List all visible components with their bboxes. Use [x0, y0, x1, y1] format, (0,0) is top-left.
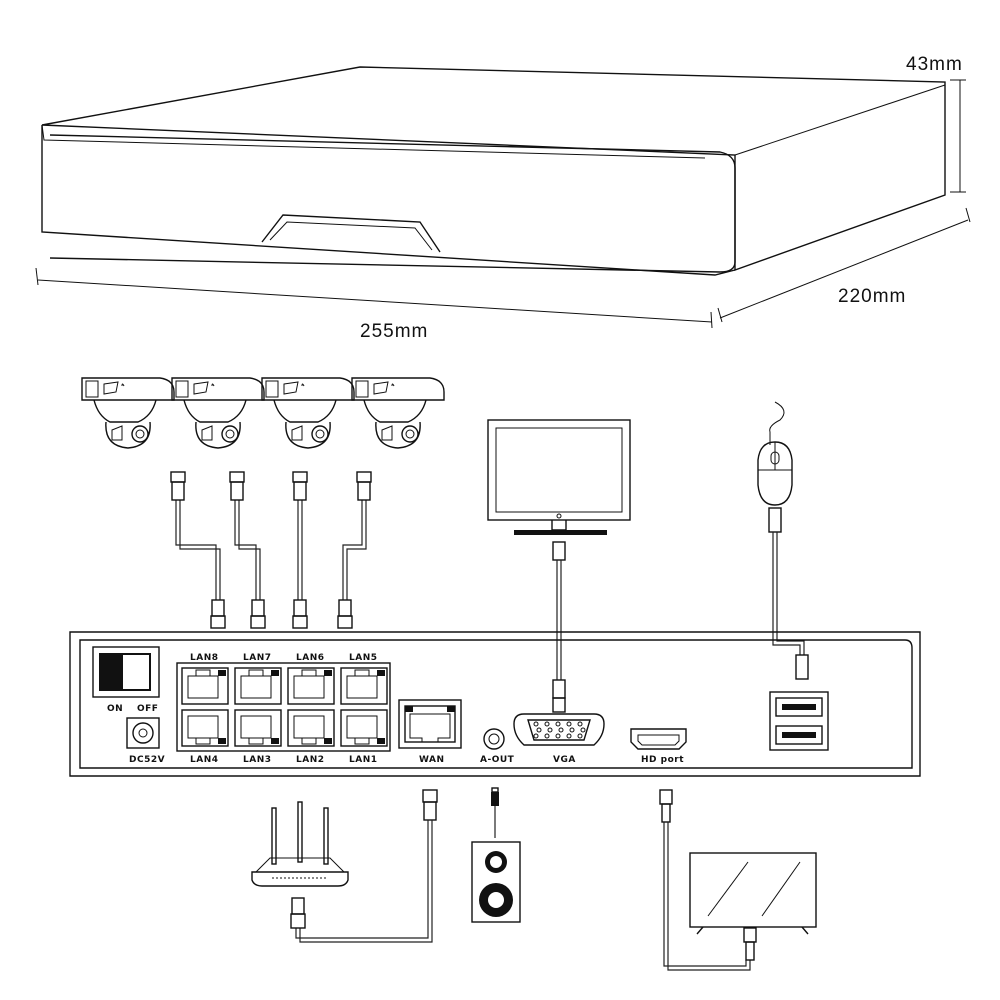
width-dimension-line: [35, 267, 713, 329]
monitor-icon: [487, 419, 631, 535]
vga-pin: [536, 727, 542, 733]
vga-pin: [533, 733, 539, 739]
lan2-label: LAN2: [296, 755, 325, 765]
camera-cables: [170, 471, 372, 629]
camera-3: [261, 377, 355, 449]
lan1-label: LAN1: [349, 755, 378, 765]
vga-pin: [577, 733, 583, 739]
wan-port: [398, 699, 462, 749]
vga-pin: [580, 727, 586, 733]
usb-ports: [769, 691, 829, 751]
depth-label: 220mm: [838, 286, 906, 307]
lan3-label: LAN3: [243, 755, 272, 765]
depth-dimension-line: [717, 207, 971, 323]
router-icon: [251, 801, 349, 887]
lan6-label: LAN6: [296, 653, 325, 663]
lan4-label: LAN4: [190, 755, 219, 765]
audio-cable: [491, 787, 499, 838]
lan3-port: [234, 709, 282, 747]
audio-out-label: A-OUT: [480, 755, 515, 765]
vga-pins: [533, 721, 586, 739]
lan5-label: LAN5: [349, 653, 378, 663]
vga-pin: [577, 721, 583, 727]
vga-cable: [552, 541, 566, 699]
lan2-port: [287, 709, 335, 747]
vga-pin: [533, 721, 539, 727]
speaker-icon: [471, 841, 521, 923]
dc-power-jack: [126, 717, 160, 749]
tv-icon: [689, 852, 817, 935]
height-label: 43mm: [906, 54, 963, 75]
width-label: 255mm: [360, 321, 428, 342]
lan7-port: [234, 667, 282, 705]
mouse-icon: [757, 401, 793, 506]
power-switch: [92, 646, 160, 698]
lan8-label: LAN8: [190, 653, 219, 663]
audio-out-jack: [483, 728, 505, 750]
lan5-port: [340, 667, 388, 705]
vga-pin: [558, 727, 564, 733]
lan1-port: [340, 709, 388, 747]
hd-port-label: HD port: [641, 755, 684, 765]
camera-2: [171, 377, 265, 449]
vga-pin: [544, 733, 550, 739]
lan6-port: [287, 667, 335, 705]
vga-pin: [547, 727, 553, 733]
hd-port: [630, 728, 687, 750]
switch-on-label: ON: [107, 704, 123, 714]
nvr-isometric-view: [41, 66, 946, 276]
wan-cable: [290, 789, 438, 943]
hdmi-cable: [659, 789, 757, 971]
dc-power-label: DC52V: [129, 755, 165, 765]
vga-pin: [544, 721, 550, 727]
lan-ports: [181, 667, 388, 747]
lan4-port: [181, 709, 229, 747]
vga-pin: [555, 733, 561, 739]
vga-label: VGA: [553, 755, 576, 765]
lan7-label: LAN7: [243, 653, 272, 663]
lan8-port: [181, 667, 229, 705]
switch-off-label: OFF: [137, 704, 158, 714]
vga-pin: [566, 733, 572, 739]
nvr-rear-panel: [69, 631, 921, 777]
wan-label: WAN: [419, 755, 445, 765]
vga-pin: [569, 727, 575, 733]
vga-pin: [555, 721, 561, 727]
camera-1: [81, 377, 175, 449]
lan-port-block: [176, 662, 391, 752]
vga-pin: [566, 721, 572, 727]
usb-mouse-cable: [768, 507, 809, 680]
vga-port: [513, 697, 605, 746]
height-dimension-line: [950, 79, 966, 193]
camera-4: [351, 377, 445, 449]
